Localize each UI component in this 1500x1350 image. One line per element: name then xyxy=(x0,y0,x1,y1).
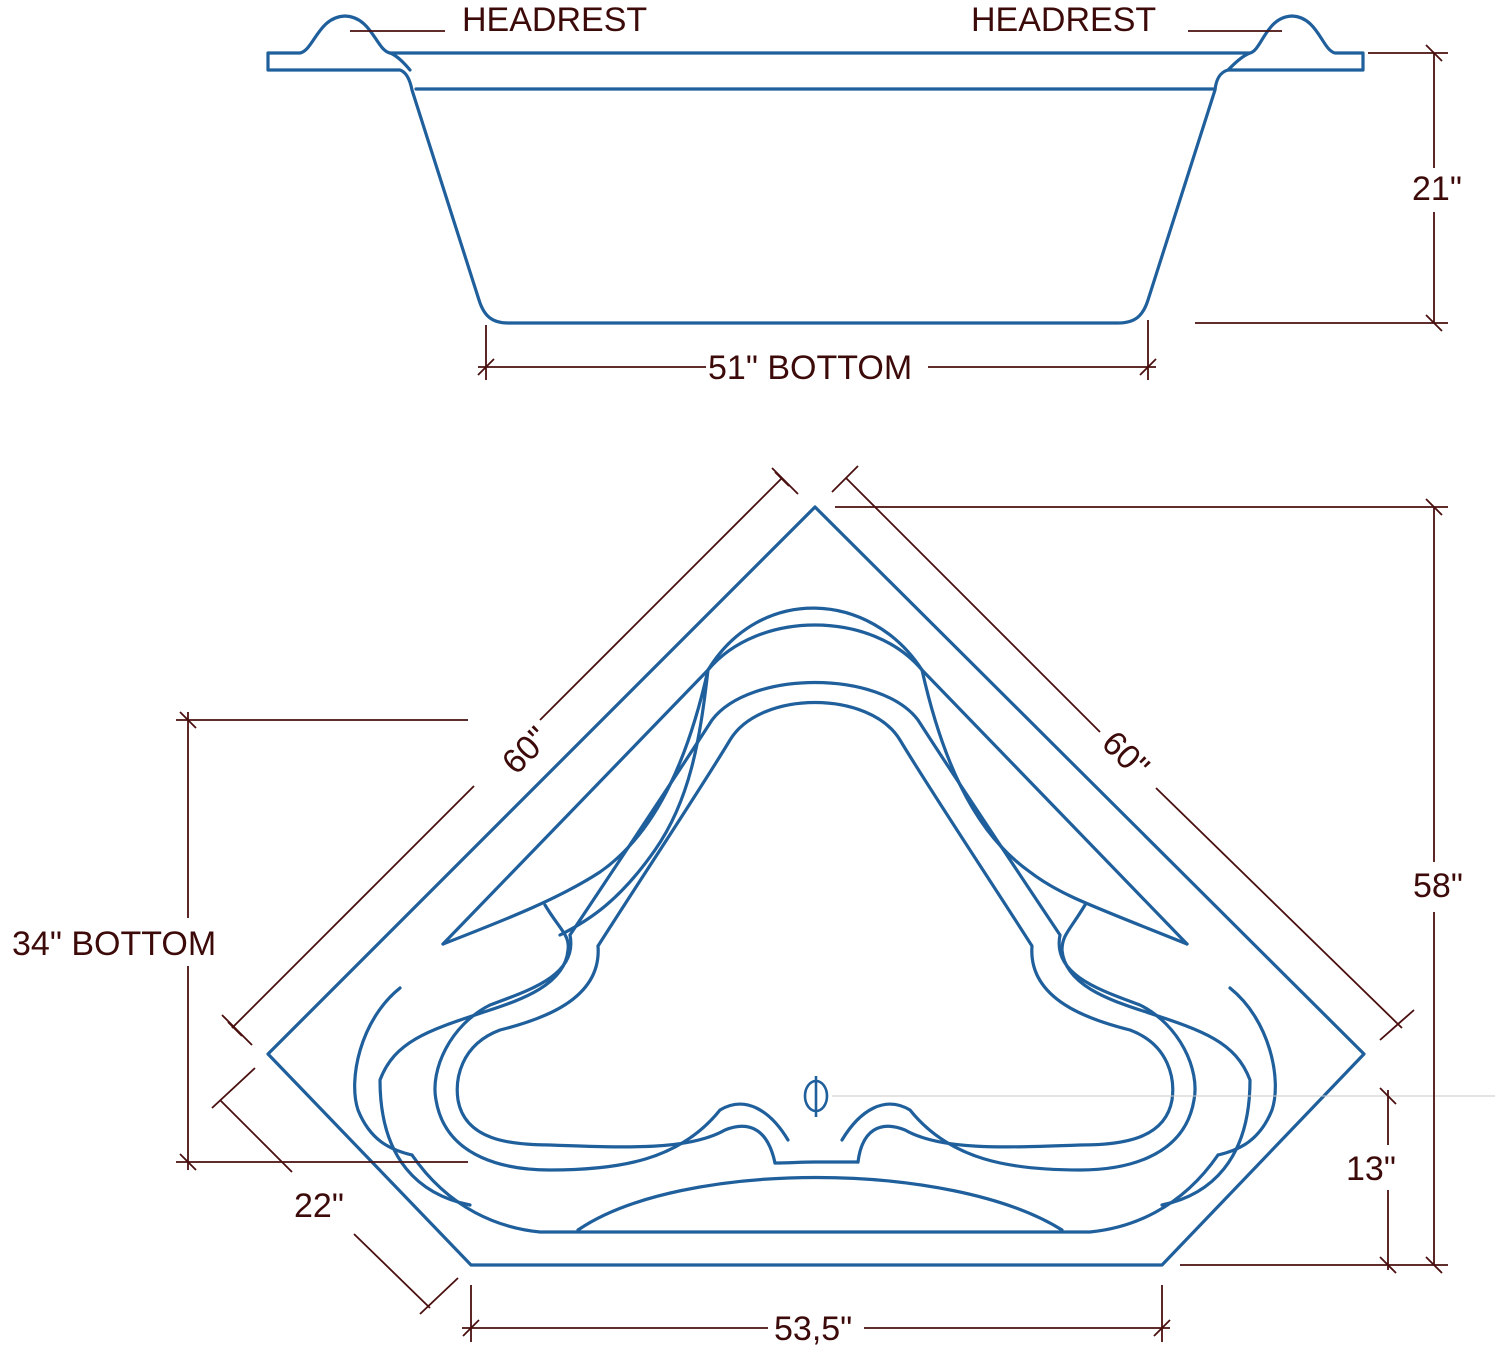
front-seat-line xyxy=(410,1153,1220,1234)
side-elevation: HEADREST HEADREST 21" 51" BOTTOM xyxy=(266,1,1462,387)
depth-dimension: 21" xyxy=(1195,44,1462,332)
front-bench-arc xyxy=(576,1175,1064,1232)
bottom-length-label: 51" BOTTOM xyxy=(708,349,912,387)
plan-view: 60" 60" 58" 34" BOTTOM xyxy=(12,465,1495,1348)
drain-icon xyxy=(803,1076,829,1117)
front-edge-label: 53,5" xyxy=(774,1310,852,1348)
bottom-length-dimension: 51" BOTTOM xyxy=(477,320,1157,387)
bowl-right-arc xyxy=(1216,986,1277,1157)
bowl-right-curve xyxy=(920,668,1189,946)
rim-left-upper xyxy=(441,668,710,946)
total-height-dimension: 58" xyxy=(835,498,1463,1274)
drain-offset-dimension: 13" xyxy=(1346,1087,1397,1274)
inner-bowl-outer-contour xyxy=(455,700,1175,1165)
drain-offset-label: 13" xyxy=(1346,1150,1396,1188)
inner-bowl-inner-contour xyxy=(433,680,1197,1172)
bowl-left-arc xyxy=(353,986,414,1157)
headrest-left-label: HEADREST xyxy=(462,1,647,39)
bottom-depth-dimension: 34" BOTTOM xyxy=(12,711,468,1171)
side-rim-inner-edge xyxy=(388,51,412,72)
side-rim-inner-edge-right xyxy=(1226,51,1252,72)
front-edge-line xyxy=(773,1160,860,1165)
side-rim-outline xyxy=(266,14,1365,325)
right-side-dimension: 60" xyxy=(831,465,1415,1041)
rim-top-seat xyxy=(706,606,924,672)
depth-label: 21" xyxy=(1412,170,1462,208)
corner-edge-label: 22" xyxy=(294,1187,344,1225)
corner-edge-dimension: 22" xyxy=(211,1067,459,1315)
plan-outer-rim xyxy=(266,505,1366,1267)
rim-right-upper xyxy=(920,668,1189,946)
left-side-dimension: 60" xyxy=(221,467,799,1046)
bottom-depth-label: 34" BOTTOM xyxy=(12,925,216,963)
front-edge-dimension: 53,5" xyxy=(462,1285,1171,1348)
bowl-right-inner-curve xyxy=(1060,903,1252,1207)
rim-top-seat-inner xyxy=(706,623,924,672)
bowl-outer-boundary xyxy=(441,668,710,946)
headrest-right-label: HEADREST xyxy=(971,1,1156,39)
total-height-label: 58" xyxy=(1413,867,1463,905)
right-side-label: 60" xyxy=(1094,724,1156,786)
bowl-left-curve xyxy=(378,903,570,1207)
